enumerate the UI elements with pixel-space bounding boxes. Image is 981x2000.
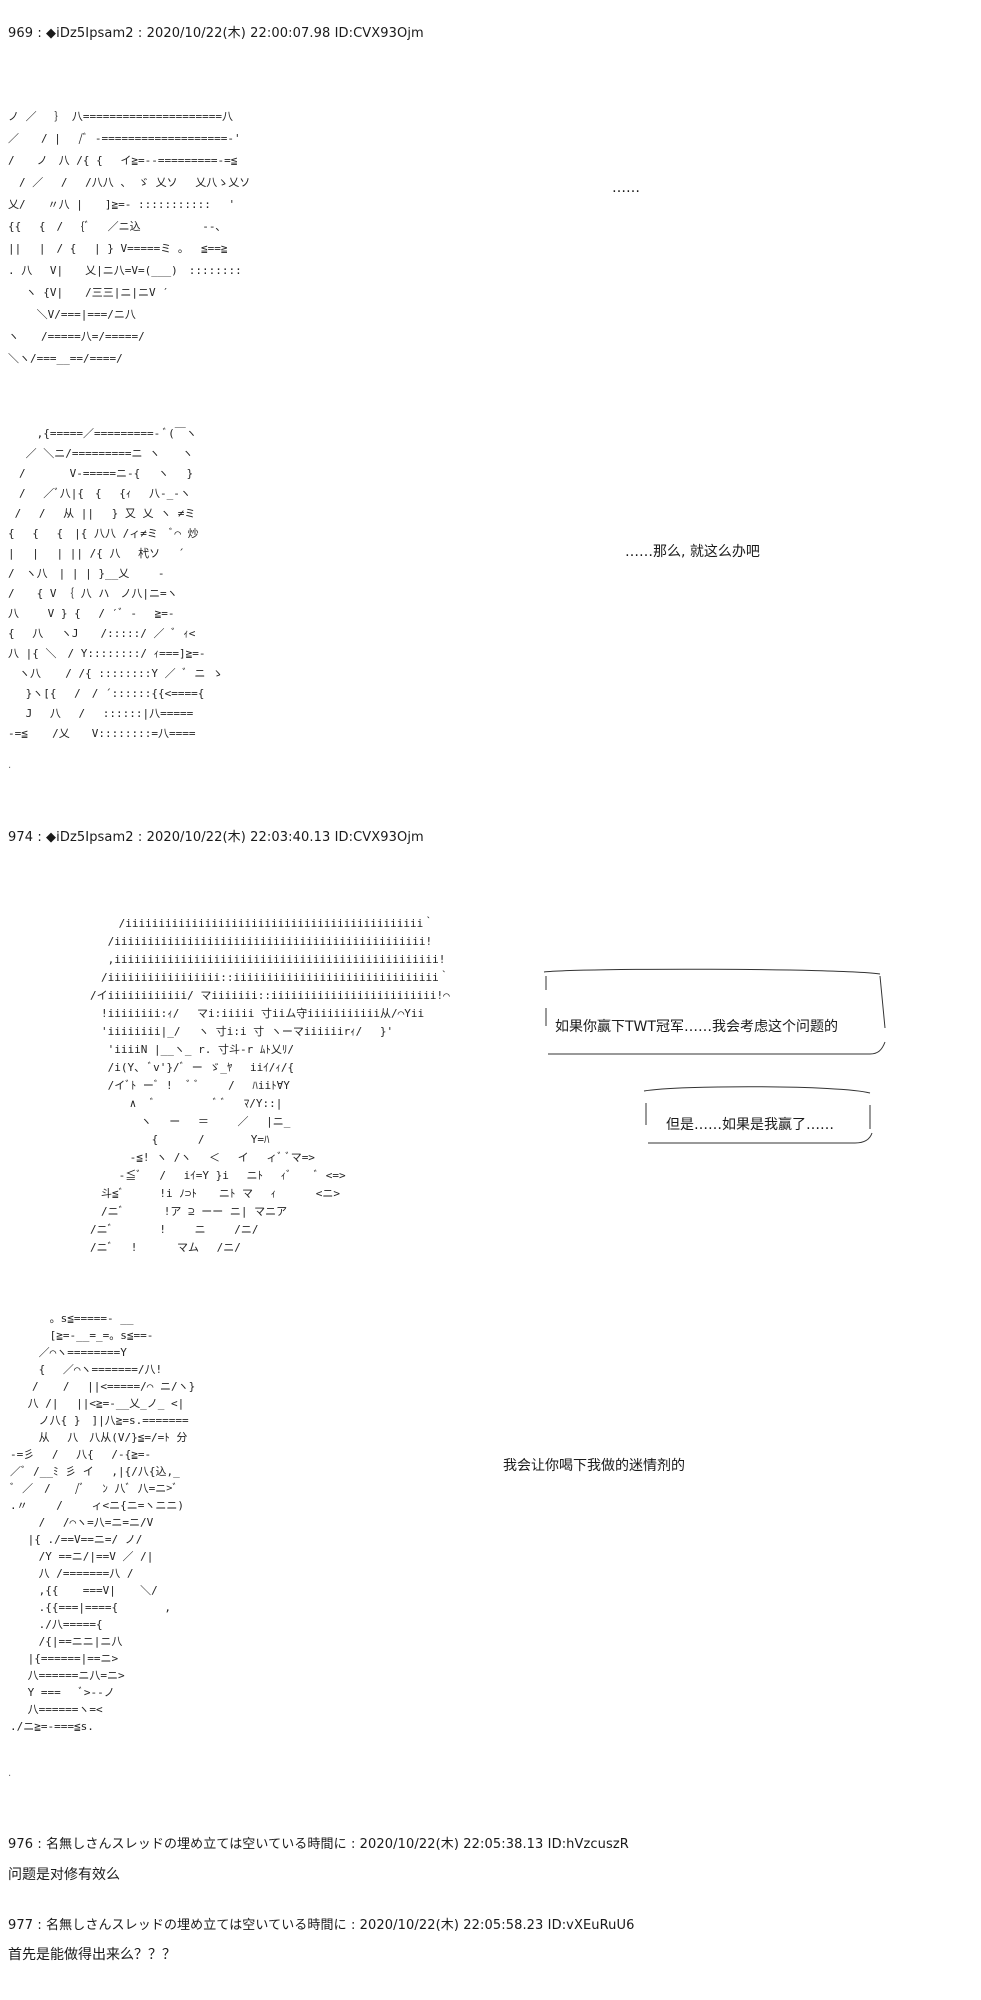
ascii-art-line: / / ||<=====/⌒ ニ/ヽ}: [10, 1380, 196, 1393]
post-header-977: 977 : 名無しさんスレッドの埋め立ては空いている時間に : 2020/10/…: [8, 1918, 635, 1933]
ascii-art-line: .{{===|===={ ,: [10, 1601, 171, 1614]
ascii-art-line: { { { |{ 八八 /ィ≠ミ ﾞ⌒ 炒: [8, 527, 199, 540]
ascii-art-line: -=彡 / 八{ /-{≧=-: [10, 1448, 152, 1461]
ascii-art-line: /iiiiiiiiiiiiiiiiiiiiiiiiiiiiiiiiiiiiiii…: [90, 935, 433, 948]
ascii-art-girl-smiling: 。s≦=====- __ [≧=-__=_=。s≦==- ／⌒ヽ========…: [10, 1310, 490, 1735]
ascii-art-line: 'iiiiN |__ヽ_ r. 寸斗-r ﾑﾄ乂ﾘ/: [90, 1043, 294, 1056]
ascii-art-line: /ニﾞ ! マム /ニ/: [90, 1241, 241, 1254]
ascii-art-line: / { V ｛ 八 ハ ノ八|ニ=ヽ: [8, 587, 178, 600]
ascii-art-line: ノ八{ } ]|八≧=s.=======: [10, 1414, 189, 1427]
ascii-art-line: 八 /| ||<≧=-__乂_ノ_ <|: [10, 1397, 185, 1410]
ascii-art-line: ／⌒ヽ========Y: [10, 1346, 127, 1359]
ascii-art-line: 八======ヽ=<: [10, 1703, 103, 1716]
ascii-art-line: || | / { | } V=====ミ 。 ≦==≧: [8, 242, 228, 255]
post-body-976: 问题是对修有效么: [8, 1867, 120, 1883]
ascii-art-line: J 八 / ::::::|八=====: [8, 707, 194, 720]
ascii-art-line: 斗≦ﾞ !i ﾉ⊃ﾄ ニﾄ マ ｨ <ニ>: [90, 1187, 340, 1200]
ascii-art-line: Y === ﾞ>--ノ: [10, 1686, 115, 1699]
speech-bubble-2: [643, 1086, 873, 1144]
ascii-art-line: ./八====={: [10, 1618, 103, 1631]
ascii-art-line: ヽ {V| /三三|ニ|ニV ′: [8, 286, 169, 299]
ascii-art-line: 。s≦=====- __: [10, 1312, 134, 1325]
bubble-2-frame: [643, 1086, 873, 1144]
ascii-art-line: {{ { / {ﾞ ／ニ込 ‐-､: [8, 220, 221, 233]
ascii-art-line: | | | || /{ 八 杙ソ ´: [8, 547, 185, 560]
ascii-art-line: ／ / | /ﾞ -===================-': [8, 132, 241, 145]
ascii-art-line: ,{{ ===V| ＼/: [10, 1584, 158, 1597]
ascii-art-line: 八 /=======八 /: [10, 1567, 134, 1580]
ascii-art-line: { 八 ヽJ /:::::/ ／ ﾞ ｨ<: [8, 627, 196, 640]
ascii-art-line: }ヽ[{ / / ´::::::{{<===={: [8, 687, 205, 700]
ascii-art-line: ノ ／ ｝ 八=====================八: [8, 110, 233, 123]
ascii-art-line: / ヽ八 | | | }__乂 -: [8, 567, 165, 580]
caption-so-be-it: ……那么, 就这么办吧: [625, 544, 760, 560]
ascii-art-line: -≦! ヽ /ヽ ＜ イ ィﾞ ﾞマ=>: [90, 1151, 315, 1164]
ascii-art-line: 'iiiiiiii|_/ ヽ 寸i:i 寸 ヽーマiiiiiirｨ/ }': [90, 1025, 394, 1038]
ascii-art-girl-worried: ,{=====／=========- ﾞ(￣ヽ ／ ＼ニ/=========ニ …: [8, 425, 633, 745]
ascii-art-line: . 八 V| 乂|ニ八=V=(___) ::::::::: [8, 264, 242, 277]
ascii-art-line: { ／⌒ヽ=======/八!: [10, 1363, 163, 1376]
ascii-art-line: /ニﾞ ! ニ /ニ/: [90, 1223, 259, 1236]
ascii-art-boy-with-hat: /iiiiiiiiiiiiiiiiiiiiiiiiiiiiiiiiiiiiiii…: [90, 915, 550, 1275]
ascii-art-line: [≧=-__=_=。s≦==-: [10, 1329, 154, 1342]
ascii-art-line: |{ ./==V==ニ=/ ノ/: [10, 1533, 143, 1546]
ascii-art-line: /i(Y、 ﾞv'}/ﾞ ー ゞ_ﾔ iiｲ/ｨ/{: [90, 1061, 295, 1074]
ascii-art-line: ヽ ー ＝ ／ |ニ_: [90, 1115, 291, 1128]
ascii-art-line: / ノ 八 /{ { イ≧=--=========-=≦: [8, 154, 238, 167]
ascii-art-line: ./ニ≧=-===≦s.: [10, 1720, 94, 1733]
speech-text-2: 但是……如果是我赢了……: [666, 1117, 834, 1133]
ascii-art-line: /iiiiiiiiiiiiiiiii::iiiiiiiiiiiiiiiiiiii…: [90, 971, 450, 984]
post-end-dot-2: .: [8, 1768, 12, 1779]
ascii-art-line: 八======ニ八=ニ>: [10, 1669, 125, 1682]
caption-love-potion: 我会让你喝下我做的迷情剂的: [503, 1458, 685, 1474]
ascii-art-line: /イiiiiiiiiiiii/ マiiiiiii::iiiiiiiiiiiiii…: [90, 989, 450, 1002]
ascii-art-line: ∧ ﾞ ﾞ ﾞ ﾏ/Y::|: [90, 1097, 283, 1110]
ascii-art-line: /Y ==ニ/|==V ／ /|: [10, 1550, 154, 1563]
post-header-976: 976 : 名無しさんスレッドの埋め立ては空いている時間に : 2020/10/…: [8, 1837, 629, 1852]
ascii-art-line: -≦ﾞ / iｲ=Y }i ニﾄ ｨﾞ ﾞ <=>: [90, 1169, 346, 1182]
ascii-art-line: / V-=====ニ-{ ヽ }: [8, 467, 194, 480]
ascii-art-line: 乂/ 〃八 | ]≧=- ::::::::::: ': [8, 198, 236, 211]
ascii-art-line: .〃 / ィ<ニ{ニ=ヽニニ): [10, 1499, 184, 1512]
ascii-art-line: |{======|==ニ>: [10, 1652, 119, 1665]
ascii-art-line: / ／ﾞ八|{ { {ｨ 八-_-ヽ: [8, 487, 191, 500]
ascii-art-line: ,{=====／=========- ﾞ(￣ヽ: [8, 427, 197, 440]
ascii-art-line: 八 V } { / ′ﾞ - ≧=-: [8, 607, 175, 620]
ascii-art-line: 从 八 八从(V/}≦=/=ﾄ 分: [10, 1431, 188, 1444]
ascii-art-line: ＼V/===|===/ニ八: [8, 308, 136, 321]
post-end-dot: .: [8, 760, 12, 771]
speech-bubble-1: [543, 968, 886, 1055]
ascii-art-line: ＼ヽ/===__==/====/: [8, 352, 123, 365]
ascii-art-line: /iiiiiiiiiiiiiiiiiiiiiiiiiiiiiiiiiiiiiii…: [90, 917, 435, 930]
ascii-art-line: ／ ＼ニ/=========ニ ヽ ヽ: [8, 447, 194, 460]
ascii-art-line: { / Y=ﾊ: [90, 1133, 270, 1146]
ascii-art-line: ヽ八 / /{ ::::::::Y ／ ﾞ ニ ゝ: [8, 667, 223, 680]
speech-text-1: 如果你赢下TWT冠军……我会考虑这个问题的: [555, 1019, 838, 1035]
post-body-977: 首先是能做得出来么？？？: [8, 1947, 176, 1963]
ascii-art-line: 八 |{ ＼ / Y::::::::/ ｨ===]≧=-: [8, 647, 206, 660]
ascii-art-line: ,iiiiiiiiiiiiiiiiiiiiiiiiiiiiiiiiiiiiiii…: [90, 953, 446, 966]
ascii-art-line: ﾞ ／ / /ﾞ ﾝ 八ﾞ 八=ニ>ﾞ: [10, 1482, 178, 1495]
ascii-art-line: /イﾞﾄ ーﾞ ! ﾞ ﾞ / ﾊiiﾄ∀Y: [90, 1079, 290, 1092]
post-header-974: 974 : ◆iDz5Ipsam2 : 2020/10/22(木) 22:03:…: [8, 830, 424, 845]
post-header-969: 969 : ◆iDz5Ipsam2 : 2020/10/22(木) 22:00:…: [8, 26, 424, 41]
ascii-art-line: /{|==ニニ|ニ八: [10, 1635, 123, 1648]
ascii-art-line: ／ﾞ /__ﾐ 彡 イ ,|{/八{込,_: [10, 1465, 180, 1478]
bubble-1-frame: [543, 968, 886, 1055]
ascii-art-shocked-face: ノ ／ ｝ 八=====================八 ／ / | /ﾞ -=…: [8, 108, 528, 378]
ascii-art-line: / /⌒ヽ=八=ニ=ニ/V: [10, 1516, 154, 1529]
ascii-art-line: ヽ /=====八=/=====/: [8, 330, 145, 343]
ascii-art-line: /ニﾞ !ア ⊇ ーー ニ| マニア: [90, 1205, 288, 1218]
caption-ellipsis: ……: [612, 180, 640, 196]
ascii-art-line: / / 从 || } 又 乂 ヽ ≠ミ: [8, 507, 196, 520]
ascii-art-line: -=≦ /乂 V::::::::=八====: [8, 727, 196, 740]
ascii-art-line: / ／ / /八八 、 ゞ 乂ソ 乂八ゝ乂ソ: [8, 176, 251, 189]
ascii-art-line: !iiiiiiii:ｨ/ マi:iiiii 寸iiム守iiiiiiiiiii从/…: [90, 1007, 425, 1020]
